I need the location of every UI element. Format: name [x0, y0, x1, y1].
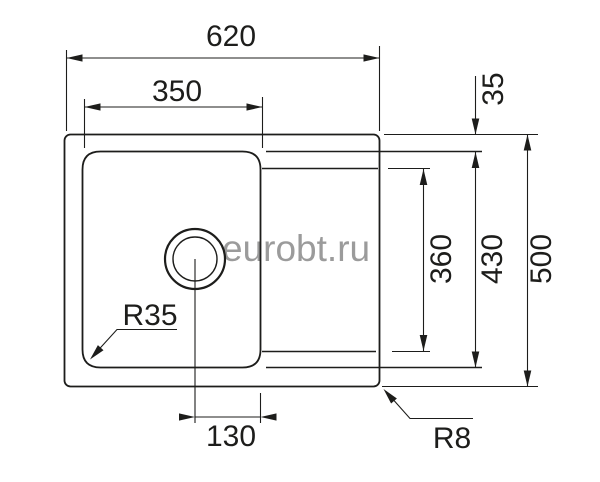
dim-430-label: 430 — [476, 234, 509, 284]
leader-r8-arrow — [383, 389, 397, 404]
dim-35-arrow-down — [471, 118, 480, 135]
label-r8: R8 — [433, 422, 471, 455]
dim-430-arrow-up — [471, 152, 480, 168]
dim-620-arrow-right — [363, 54, 380, 62]
label-r35: R35 — [122, 299, 177, 332]
dim-350-arrow-right — [246, 103, 263, 111]
dim-360-arrow-up — [419, 169, 428, 185]
leader-r35-arrow — [90, 345, 104, 360]
dim-430-arrow-down — [471, 351, 480, 368]
dim-500-arrow-down — [523, 370, 532, 387]
dim-350-arrow-left — [84, 103, 101, 111]
dim-620-arrow-left — [66, 54, 83, 62]
dim-360-label: 360 — [425, 234, 458, 284]
dim-130-arrow-right — [260, 413, 277, 421]
watermark-text: eurobt.ru — [222, 228, 370, 269]
dim-130-label: 130 — [206, 420, 256, 453]
dim-500-label: 500 — [525, 234, 558, 284]
dim-360-arrow-down — [419, 335, 428, 351]
dim-500-arrow-up — [523, 134, 532, 151]
leader-r8-line — [385, 391, 473, 420]
dim-35-label: 35 — [477, 72, 510, 105]
bowl-outline — [81, 150, 262, 369]
dim-620-label: 620 — [206, 20, 256, 53]
sink-outer-outline — [63, 133, 381, 388]
dim-350-label: 350 — [152, 75, 202, 108]
dim-130-arrow-left — [179, 413, 195, 421]
leader-r35-line — [91, 328, 177, 358]
